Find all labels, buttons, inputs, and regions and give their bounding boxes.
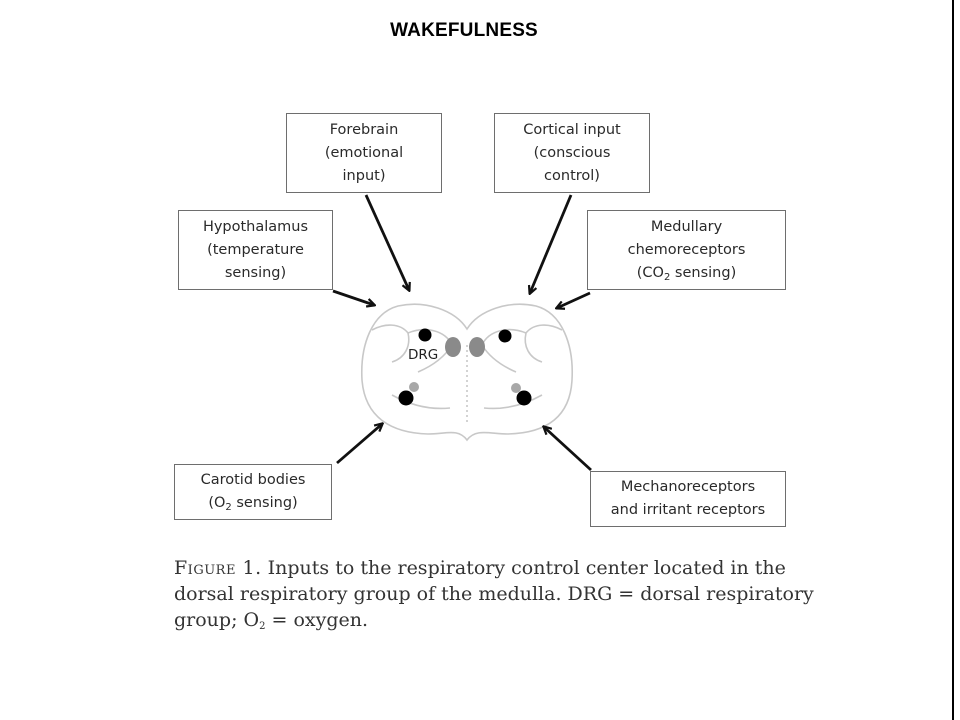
co2-subscript: 2 [663,271,671,283]
arrow-forebrain [364,194,409,290]
forebrain-line-3: input) [342,167,386,184]
arrow-medullary [557,291,591,308]
drg-nucleus-left [445,337,461,357]
cortical-input-box: Cortical input (conscious control) [494,113,650,193]
medullary-chemoreceptors-box: Medullary chemoreceptors (CO2 sensing) [587,210,786,290]
nucleus-gray-lower-left [409,382,419,392]
arrow-mechano [544,427,592,472]
medullary-line-3-post: sensing) [670,264,737,281]
medullary-line-3: (CO2 sensing) [588,262,785,285]
medullary-line-1: Medullary [650,218,723,235]
arrow-hypothalamus [332,289,374,305]
carotid-bodies-box: Carotid bodies (O2 sensing) [174,464,332,520]
hypothalamus-line-2: (temperature [207,241,304,258]
hypothalamus-line-3: sensing) [224,264,287,281]
carotid-line-2-post: sensing) [231,495,298,511]
nucleus-dark-upper-left [418,328,432,342]
medullary-line-2: chemoreceptors [627,241,746,258]
carotid-line-2-pre: (O [208,495,226,511]
arrow-cortical [530,194,573,293]
medullary-line-3-pre: (CO [636,264,664,281]
hypothalamus-line-1: Hypothalamus [202,218,309,235]
caption-line-2: dorsal respiratory group of the medulla.… [174,583,814,605]
caption-line-1-text: Inputs to the respiratory control center… [261,557,786,579]
nucleus-dark-upper-right [498,329,512,343]
medulla-cross-section [361,303,573,442]
nucleus-gray-lower-right [511,383,521,393]
cortical-line-3: control) [544,167,600,184]
nucleus-dark-lower-left [398,390,414,406]
figure-label: Figure 1. [174,557,262,579]
medulla-nuclei [398,328,532,406]
mechano-line-2: and irritant receptors [610,502,766,518]
caption-line-3-post: = oxygen. [265,609,369,631]
right-border-line [952,0,954,720]
cortical-line-1: Cortical input [523,121,621,138]
caption-line-3: group; O2 = oxygen. [174,607,814,633]
forebrain-line-1: Forebrain [329,121,399,138]
cortical-line-2: (conscious [533,144,611,161]
forebrain-line-2: (emotional [324,144,404,161]
mechano-line-1: Mechanoreceptors [620,479,756,495]
caption-line-3-pre: group; O [174,609,260,631]
caption-line-1: Figure 1. Inputs to the respiratory cont… [174,555,814,581]
caption-o2-subscript: 2 [259,621,266,632]
nucleus-dark-lower-right [516,390,532,406]
input-arrows [332,194,592,472]
forebrain-box: Forebrain (emotional input) [286,113,442,193]
carotid-line-2: (O2 sensing) [175,492,331,515]
drg-label: DRG [408,347,438,363]
o2-subscript: 2 [225,502,232,513]
figure-caption: Figure 1. Inputs to the respiratory cont… [174,555,814,633]
drg-nucleus-right [469,337,485,357]
mechanoreceptors-box: Mechanoreceptors and irritant receptors [590,471,786,527]
carotid-line-1: Carotid bodies [200,472,306,488]
hypothalamus-box: Hypothalamus (temperature sensing) [178,210,333,290]
slide-title: WAKEFULNESS [390,20,538,41]
arrow-carotid [336,424,382,465]
